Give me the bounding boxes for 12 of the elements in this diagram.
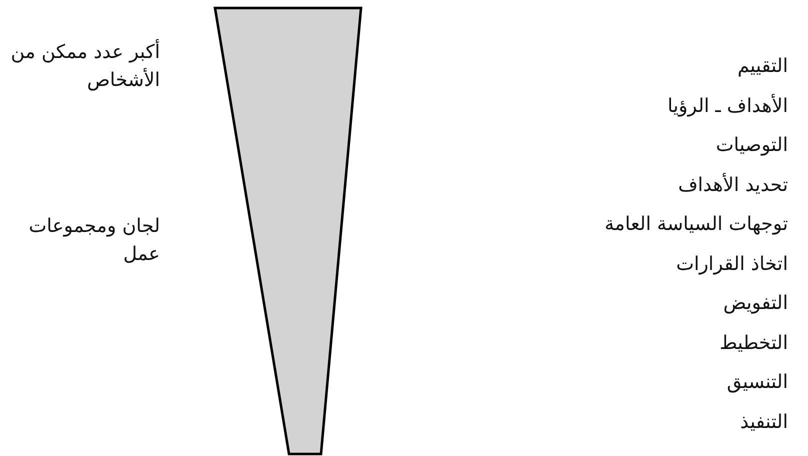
list-item: التوصيات	[716, 133, 788, 158]
list-item: التنفيذ	[740, 410, 788, 434]
list-item: اتخاذ القرارات	[676, 252, 788, 277]
list-item: الأهداف ـ الرؤيا	[667, 92, 788, 119]
list-item: التخطيط	[720, 330, 788, 356]
side-note: لجان ومجموعات عمل	[28, 214, 160, 267]
list-item: التقييم	[737, 54, 788, 79]
list-item: توجهات السياسة العامة	[604, 212, 788, 237]
list-item: التفويض	[723, 291, 788, 316]
list-item: التنسيق	[726, 370, 788, 395]
list-item: تحديد الأهداف	[678, 172, 788, 198]
side-note: أكبر عدد ممكن من الأشخاص	[10, 38, 160, 93]
